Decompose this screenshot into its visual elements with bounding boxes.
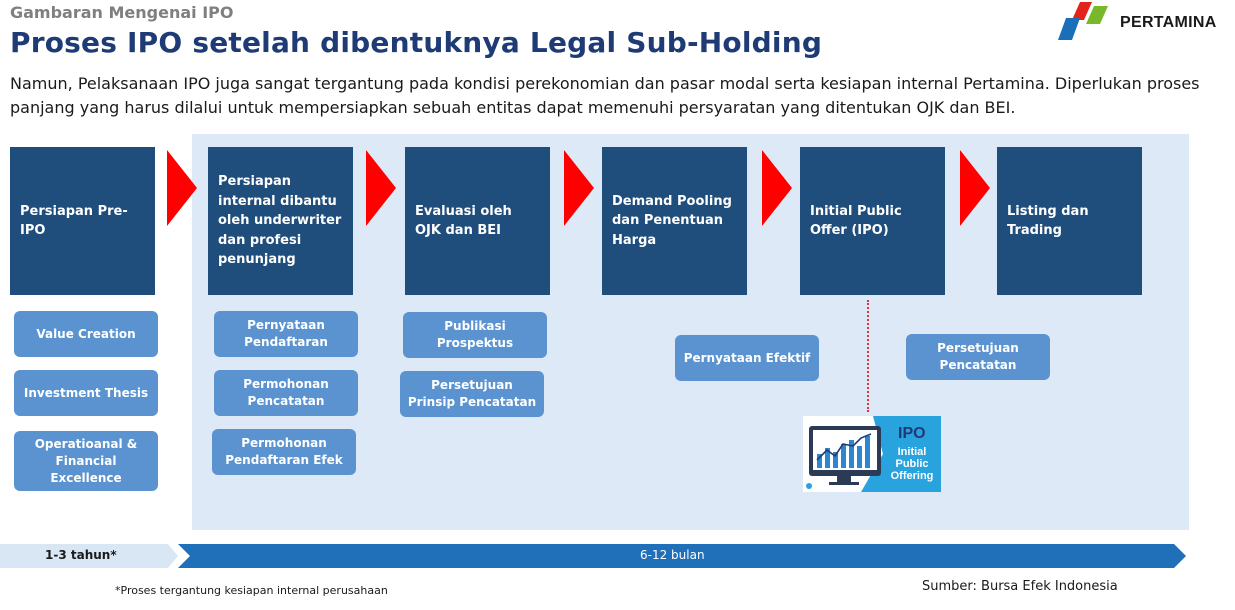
pertamina-logo-icon: [1058, 2, 1108, 40]
step-label: Persiapan Pre-IPO: [20, 203, 128, 239]
step-label: Listing dan Trading: [1007, 203, 1089, 239]
description-text: Namun, Pelaksanaan IPO juga sangat terga…: [10, 74, 1200, 117]
arrow-right-icon: [366, 150, 396, 226]
step-label: Demand Pooling dan Penentuan Harga: [612, 193, 732, 248]
step-label: Initial Public Offer (IPO): [810, 203, 902, 239]
arrow-right-icon: [960, 150, 990, 226]
timeline-phase-1: [0, 544, 178, 568]
pertamina-logo: PERTAMINA: [1058, 0, 1233, 46]
timeline-phase-2: [178, 544, 1186, 568]
substep-pernyataan-efektif: Pernyataan Efektif: [675, 335, 819, 381]
substep-pernyataan-pendaftaran: Pernyataan Pendaftaran: [214, 311, 358, 357]
ipo-illustration: IPO Initial Public Offering: [803, 416, 941, 492]
step-label: Persiapan internal dibantu oleh underwri…: [218, 174, 342, 268]
ipo-image-subtitle: Initial Public Offering: [890, 446, 934, 482]
timeline-bar: [0, 544, 1186, 568]
substep-investment-thesis: Investment Thesis: [14, 370, 158, 416]
substep-value-creation: Value Creation: [14, 311, 158, 357]
substep-persetujuan-prinsip: Persetujuan Prinsip Pencatatan: [400, 371, 544, 417]
step-internal-preparation: Persiapan internal dibantu oleh underwri…: [208, 147, 353, 295]
substep-persetujuan-pencatatan: Persetujuan Pencatatan: [906, 334, 1050, 380]
step-listing-trading: Listing dan Trading: [997, 147, 1142, 295]
footnote: *Proses tergantung kesiapan internal per…: [115, 584, 388, 597]
ipo-chart-image: [803, 416, 941, 492]
dotted-connector: [867, 300, 869, 412]
arrow-right-icon: [762, 150, 792, 226]
ipo-image-title: IPO: [898, 425, 926, 442]
substep-permohonan-pencatatan: Permohonan Pencatatan: [214, 370, 358, 416]
timeline-label-phase-1: 1-3 tahun*: [45, 548, 117, 562]
step-ipo: Initial Public Offer (IPO): [800, 147, 945, 295]
step-pre-ipo: Persiapan Pre-IPO: [10, 147, 155, 295]
arrow-right-icon: [564, 150, 594, 226]
step-ojk-bei-evaluation: Evaluasi oleh OJK dan BEI: [405, 147, 550, 295]
source-note: Sumber: Bursa Efek Indonesia: [922, 579, 1118, 594]
timeline-label-phase-2: 6-12 bulan: [640, 548, 705, 562]
step-demand-pooling: Demand Pooling dan Penentuan Harga: [602, 147, 747, 295]
arrow-right-icon: [167, 150, 197, 226]
substep-publikasi-prospektus: Publikasi Prospektus: [403, 312, 547, 358]
section-kicker: Gambaran Mengenai IPO: [10, 3, 234, 22]
substep-permohonan-pendaftaran-efek: Permohonan Pendaftaran Efek: [212, 429, 356, 475]
step-label: Evaluasi oleh OJK dan BEI: [415, 203, 512, 239]
logo-wordmark: PERTAMINA: [1120, 14, 1217, 31]
substep-operational-excellence: Operatioanal & Financial Excellence: [14, 431, 158, 491]
page-title: Proses IPO setelah dibentuknya Legal Sub…: [10, 26, 823, 59]
